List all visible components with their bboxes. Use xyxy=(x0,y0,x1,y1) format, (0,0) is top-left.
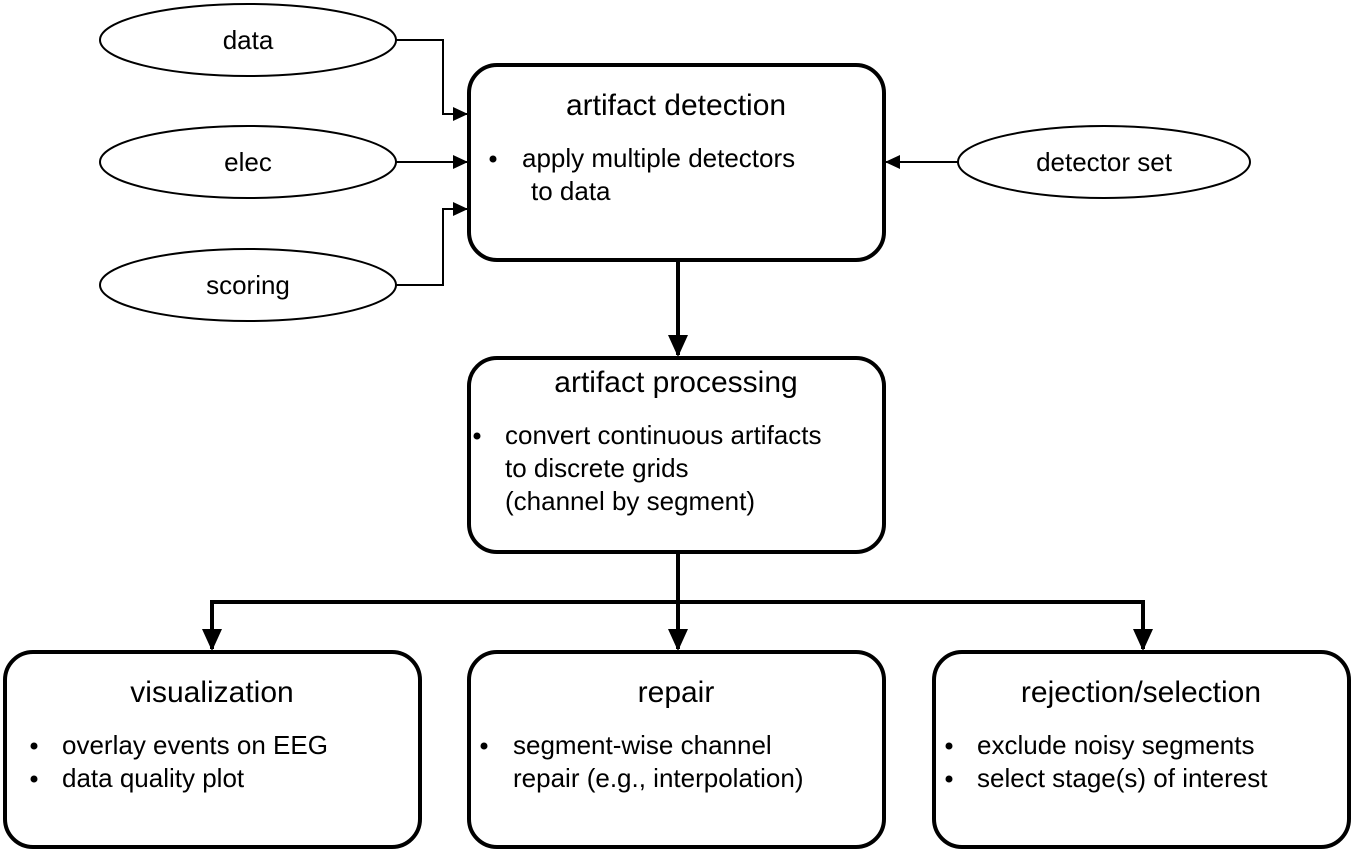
artifact-processing-line-2: to discrete grids xyxy=(505,453,689,483)
artifact-detection-line-2: to data xyxy=(531,176,611,206)
input-elec-node: elec xyxy=(99,125,397,199)
bullet xyxy=(30,775,38,783)
input-detector-set-node: detector set xyxy=(957,125,1251,199)
rejection-selection-title: rejection/selection xyxy=(1021,676,1261,709)
bullet xyxy=(489,155,497,163)
input-elec-label: elec xyxy=(224,147,272,177)
bullet xyxy=(30,742,38,750)
visualization-title: visualization xyxy=(130,676,293,709)
visualization-box: visualization overlay events on EEG data… xyxy=(3,650,422,849)
input-data-node: data xyxy=(99,3,397,77)
bullet xyxy=(945,775,953,783)
repair-text: segment-wise channel repair (e.g., inter… xyxy=(513,730,803,793)
input-detector-set-label: detector set xyxy=(1036,147,1173,177)
artifact-detection-box: artifact detection apply multiple detect… xyxy=(467,63,886,262)
artifact-detection-title: artifact detection xyxy=(566,89,786,122)
rejection-selection-item-1: exclude noisy segments xyxy=(977,730,1254,760)
artifact-processing-line-1: convert continuous artifacts xyxy=(505,420,822,450)
bullet xyxy=(473,432,481,440)
artifact-detection-text: apply multiple detectors to data xyxy=(522,143,802,206)
repair-box: repair segment-wise channel repair (e.g.… xyxy=(467,650,886,849)
artifact-processing-box: artifact processing convert continuous a… xyxy=(467,356,886,554)
repair-title: repair xyxy=(638,676,715,709)
input-scoring-label: scoring xyxy=(206,270,290,300)
bullet xyxy=(480,742,488,750)
rejection-selection-item-2: select stage(s) of interest xyxy=(977,763,1268,793)
artifact-processing-title: artifact processing xyxy=(554,366,797,399)
visualization-item-1: overlay events on EEG xyxy=(62,730,328,760)
artifact-processing-line-3: (channel by segment) xyxy=(505,486,755,516)
rejection-selection-box: rejection/selection exclude noisy segmen… xyxy=(932,650,1351,849)
arrow-scoring-to-detection xyxy=(396,202,468,286)
artifact-detection-line-1: apply multiple detectors xyxy=(522,143,795,173)
input-data-label: data xyxy=(223,25,274,55)
input-scoring-node: scoring xyxy=(99,248,397,322)
arrow-data-to-detection xyxy=(396,39,468,121)
repair-line-1: segment-wise channel xyxy=(513,730,772,760)
bullet xyxy=(945,742,953,750)
artifact-processing-text: convert continuous artifacts to discrete… xyxy=(505,420,829,516)
visualization-item-2: data quality plot xyxy=(62,763,245,793)
repair-line-2: repair (e.g., interpolation) xyxy=(513,763,803,793)
